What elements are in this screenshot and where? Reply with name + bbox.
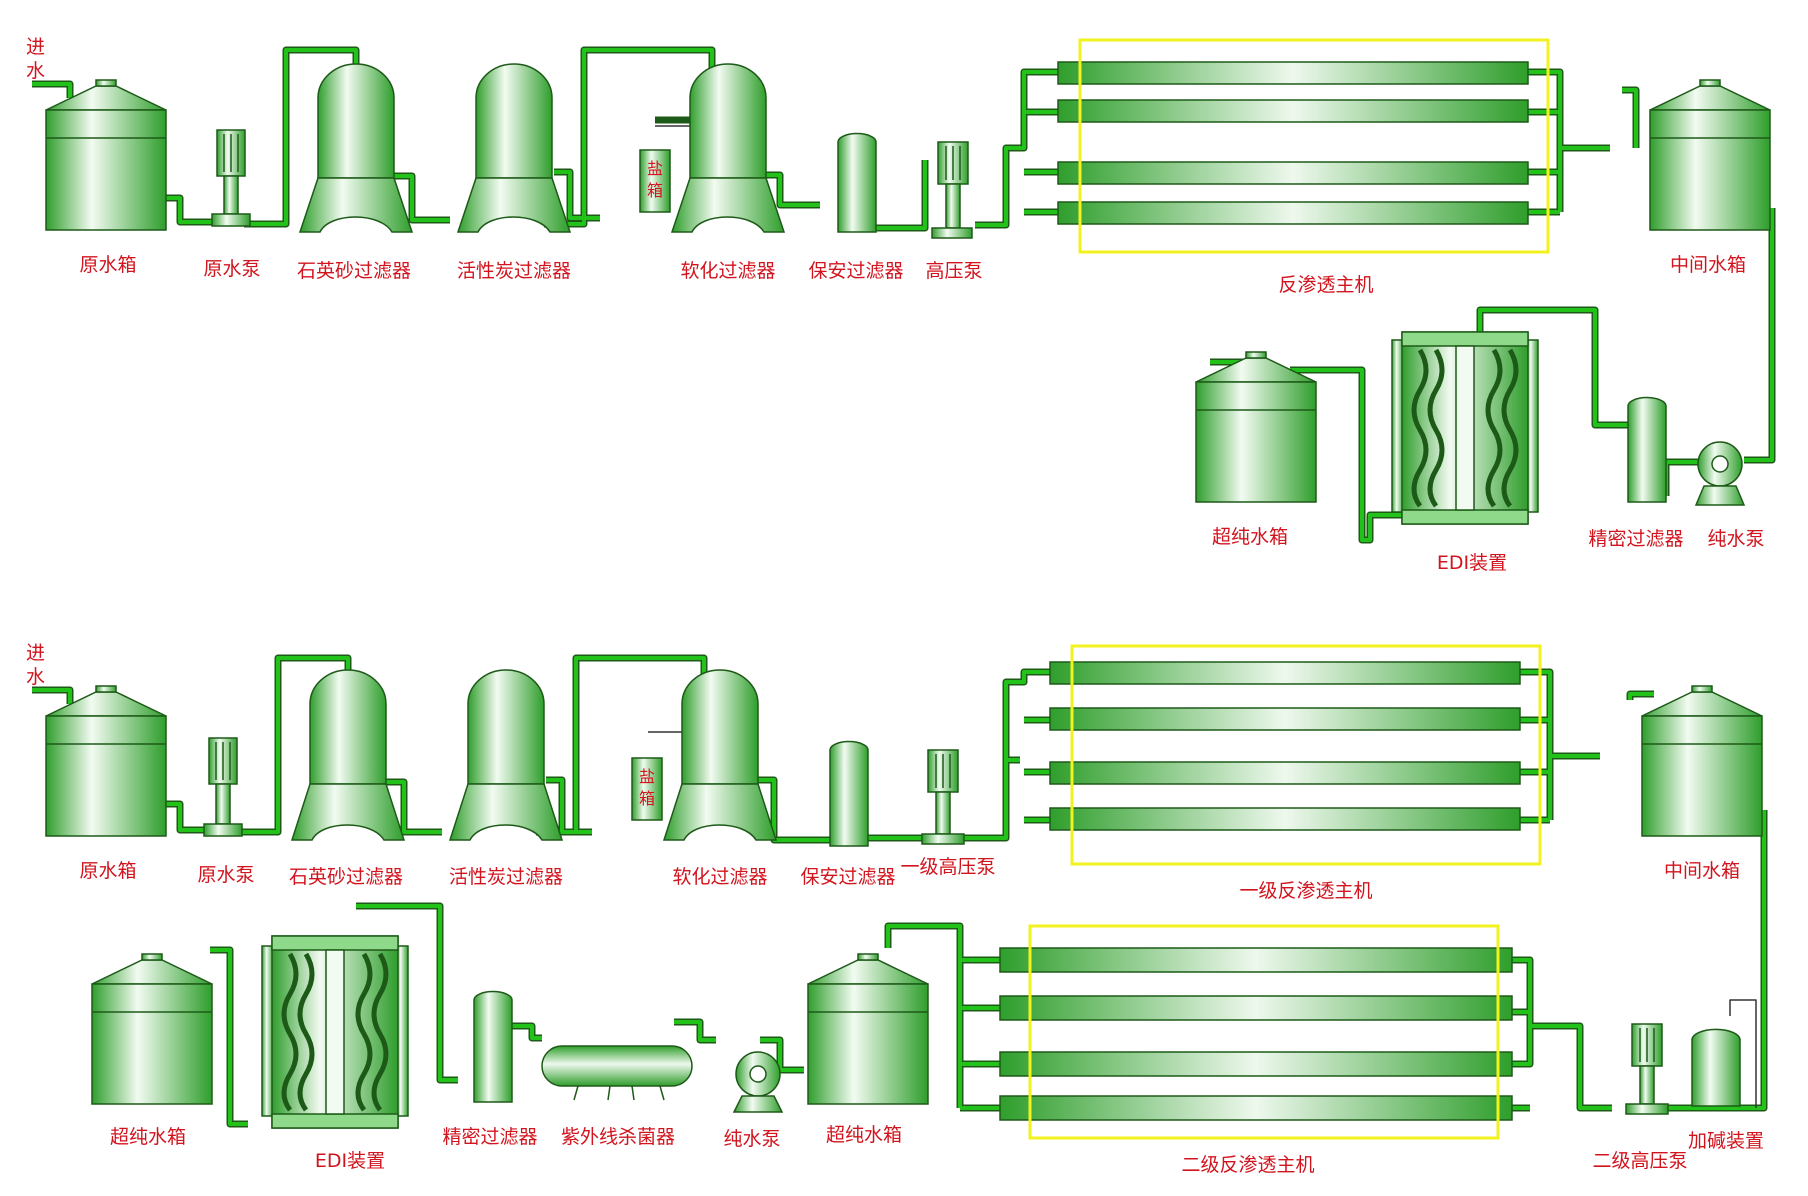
upw-tank-label-2: 超纯水箱 [109, 1126, 187, 1148]
ultrapure-tank-1 [1195, 351, 1317, 503]
raw-water-tank-2 [45, 685, 167, 837]
raw-pump-label-1: 原水泵 [203, 258, 261, 280]
uv-sterilizer [541, 1045, 693, 1101]
alkali-label: 加碱装置 [1687, 1130, 1765, 1152]
precision-filter-label-2: 精密过滤器 [442, 1126, 538, 1148]
mid-tank-label-2: 中间水箱 [1663, 860, 1741, 882]
pure-water-pump-1 [1694, 441, 1746, 506]
hp-pump1-label: 一级高压泵 [900, 856, 996, 878]
pipes-diagram2 [32, 654, 1768, 1128]
mid-tank-label-1: 中间水箱 [1669, 254, 1747, 276]
high-pressure-pump-1 [931, 141, 973, 239]
inlet-label-2a: 进 [26, 642, 46, 664]
salt-tank-label-1b: 箱 [646, 181, 663, 200]
ro2-label: 二级反渗透主机 [1181, 1154, 1315, 1176]
uv-label: 紫外线杀菌器 [560, 1126, 676, 1148]
inlet-label-1b: 水 [26, 60, 46, 82]
inlet-label-2b: 水 [26, 666, 46, 688]
salt-tank-1 [639, 149, 671, 213]
edi-unit-2 [261, 935, 409, 1129]
alkali-dosing-unit [1691, 1028, 1741, 1107]
security-filter-1 [837, 132, 877, 233]
raw-water-pump-2 [203, 737, 243, 837]
precision-filter-1 [1627, 396, 1667, 503]
precision-filter-label-1: 精密过滤器 [1588, 528, 1684, 550]
sand-filter-label-1: 石英砂过滤器 [296, 260, 412, 282]
security-filter-2 [829, 740, 869, 847]
second-stage-hp-pump [1625, 1023, 1669, 1115]
activated-carbon-filter-2 [448, 669, 564, 841]
upw-tank-mid-label: 超纯水箱 [825, 1124, 903, 1146]
activated-carbon-filter-1 [456, 63, 572, 233]
intermediate-tank-1 [1649, 79, 1771, 231]
ro2-membranes [999, 947, 1513, 1121]
ro1-membranes [1049, 661, 1521, 831]
sand-filter-label-2: 石英砂过滤器 [288, 866, 404, 888]
salt-tank-label-2a: 盐 [638, 767, 655, 786]
edi-label-1: EDI装置 [1436, 552, 1508, 574]
softening-filter-1 [670, 63, 786, 233]
salt-tank-2 [631, 757, 663, 821]
ro-frame-1 [1078, 38, 1550, 254]
equipment-diagram1 [45, 38, 1771, 525]
security-filter-label-1: 保安过滤器 [808, 260, 904, 282]
edi-unit-1 [1391, 331, 1539, 525]
ro1-label: 一级反渗透主机 [1239, 880, 1373, 902]
first-stage-hp-pump [921, 749, 965, 845]
raw-tank-label-2: 原水箱 [79, 860, 137, 882]
intermediate-tank-2 [1641, 685, 1763, 837]
security-filter-label-2: 保安过滤器 [800, 866, 896, 888]
hp-pump2-label: 二级高压泵 [1592, 1150, 1688, 1172]
ro-membranes-1 [1057, 61, 1529, 225]
ultrapure-tank-mid [807, 953, 929, 1105]
raw-water-tank-1 [45, 79, 167, 231]
ultrapure-tank-2 [91, 953, 213, 1105]
pure-pump-label-1: 纯水泵 [1707, 528, 1765, 550]
precision-filter-2 [473, 990, 513, 1103]
ro2-frame [1028, 924, 1500, 1140]
raw-water-pump-1 [211, 129, 251, 227]
quartz-sand-filter-2 [290, 669, 406, 841]
inlet-label-1a: 进 [26, 36, 46, 58]
upw-tank-label-1: 超纯水箱 [1211, 526, 1289, 548]
quartz-sand-filter-1 [298, 63, 414, 233]
pure-water-pump-2 [732, 1051, 784, 1113]
salt-tank-label-1a: 盐 [646, 159, 663, 178]
softener-label-1: 软化过滤器 [680, 260, 776, 282]
pure-pump-label-2: 纯水泵 [723, 1128, 781, 1150]
raw-pump-label-2: 原水泵 [197, 864, 255, 886]
ro-unit-label-1: 反渗透主机 [1278, 274, 1374, 296]
softening-filter-2 [662, 669, 778, 841]
carbon-filter-label-2: 活性炭过滤器 [448, 866, 564, 888]
carbon-filter-label-1: 活性炭过滤器 [456, 260, 572, 282]
ro1-frame [1070, 644, 1542, 866]
salt-tank-label-2b: 箱 [638, 789, 655, 808]
hp-pump-label-1: 高压泵 [925, 260, 983, 282]
equipment-diagram2 [45, 644, 1763, 1140]
raw-tank-label-1: 原水箱 [79, 254, 137, 276]
edi-label-2: EDI装置 [314, 1150, 386, 1172]
softener-label-2: 软化过滤器 [672, 866, 768, 888]
